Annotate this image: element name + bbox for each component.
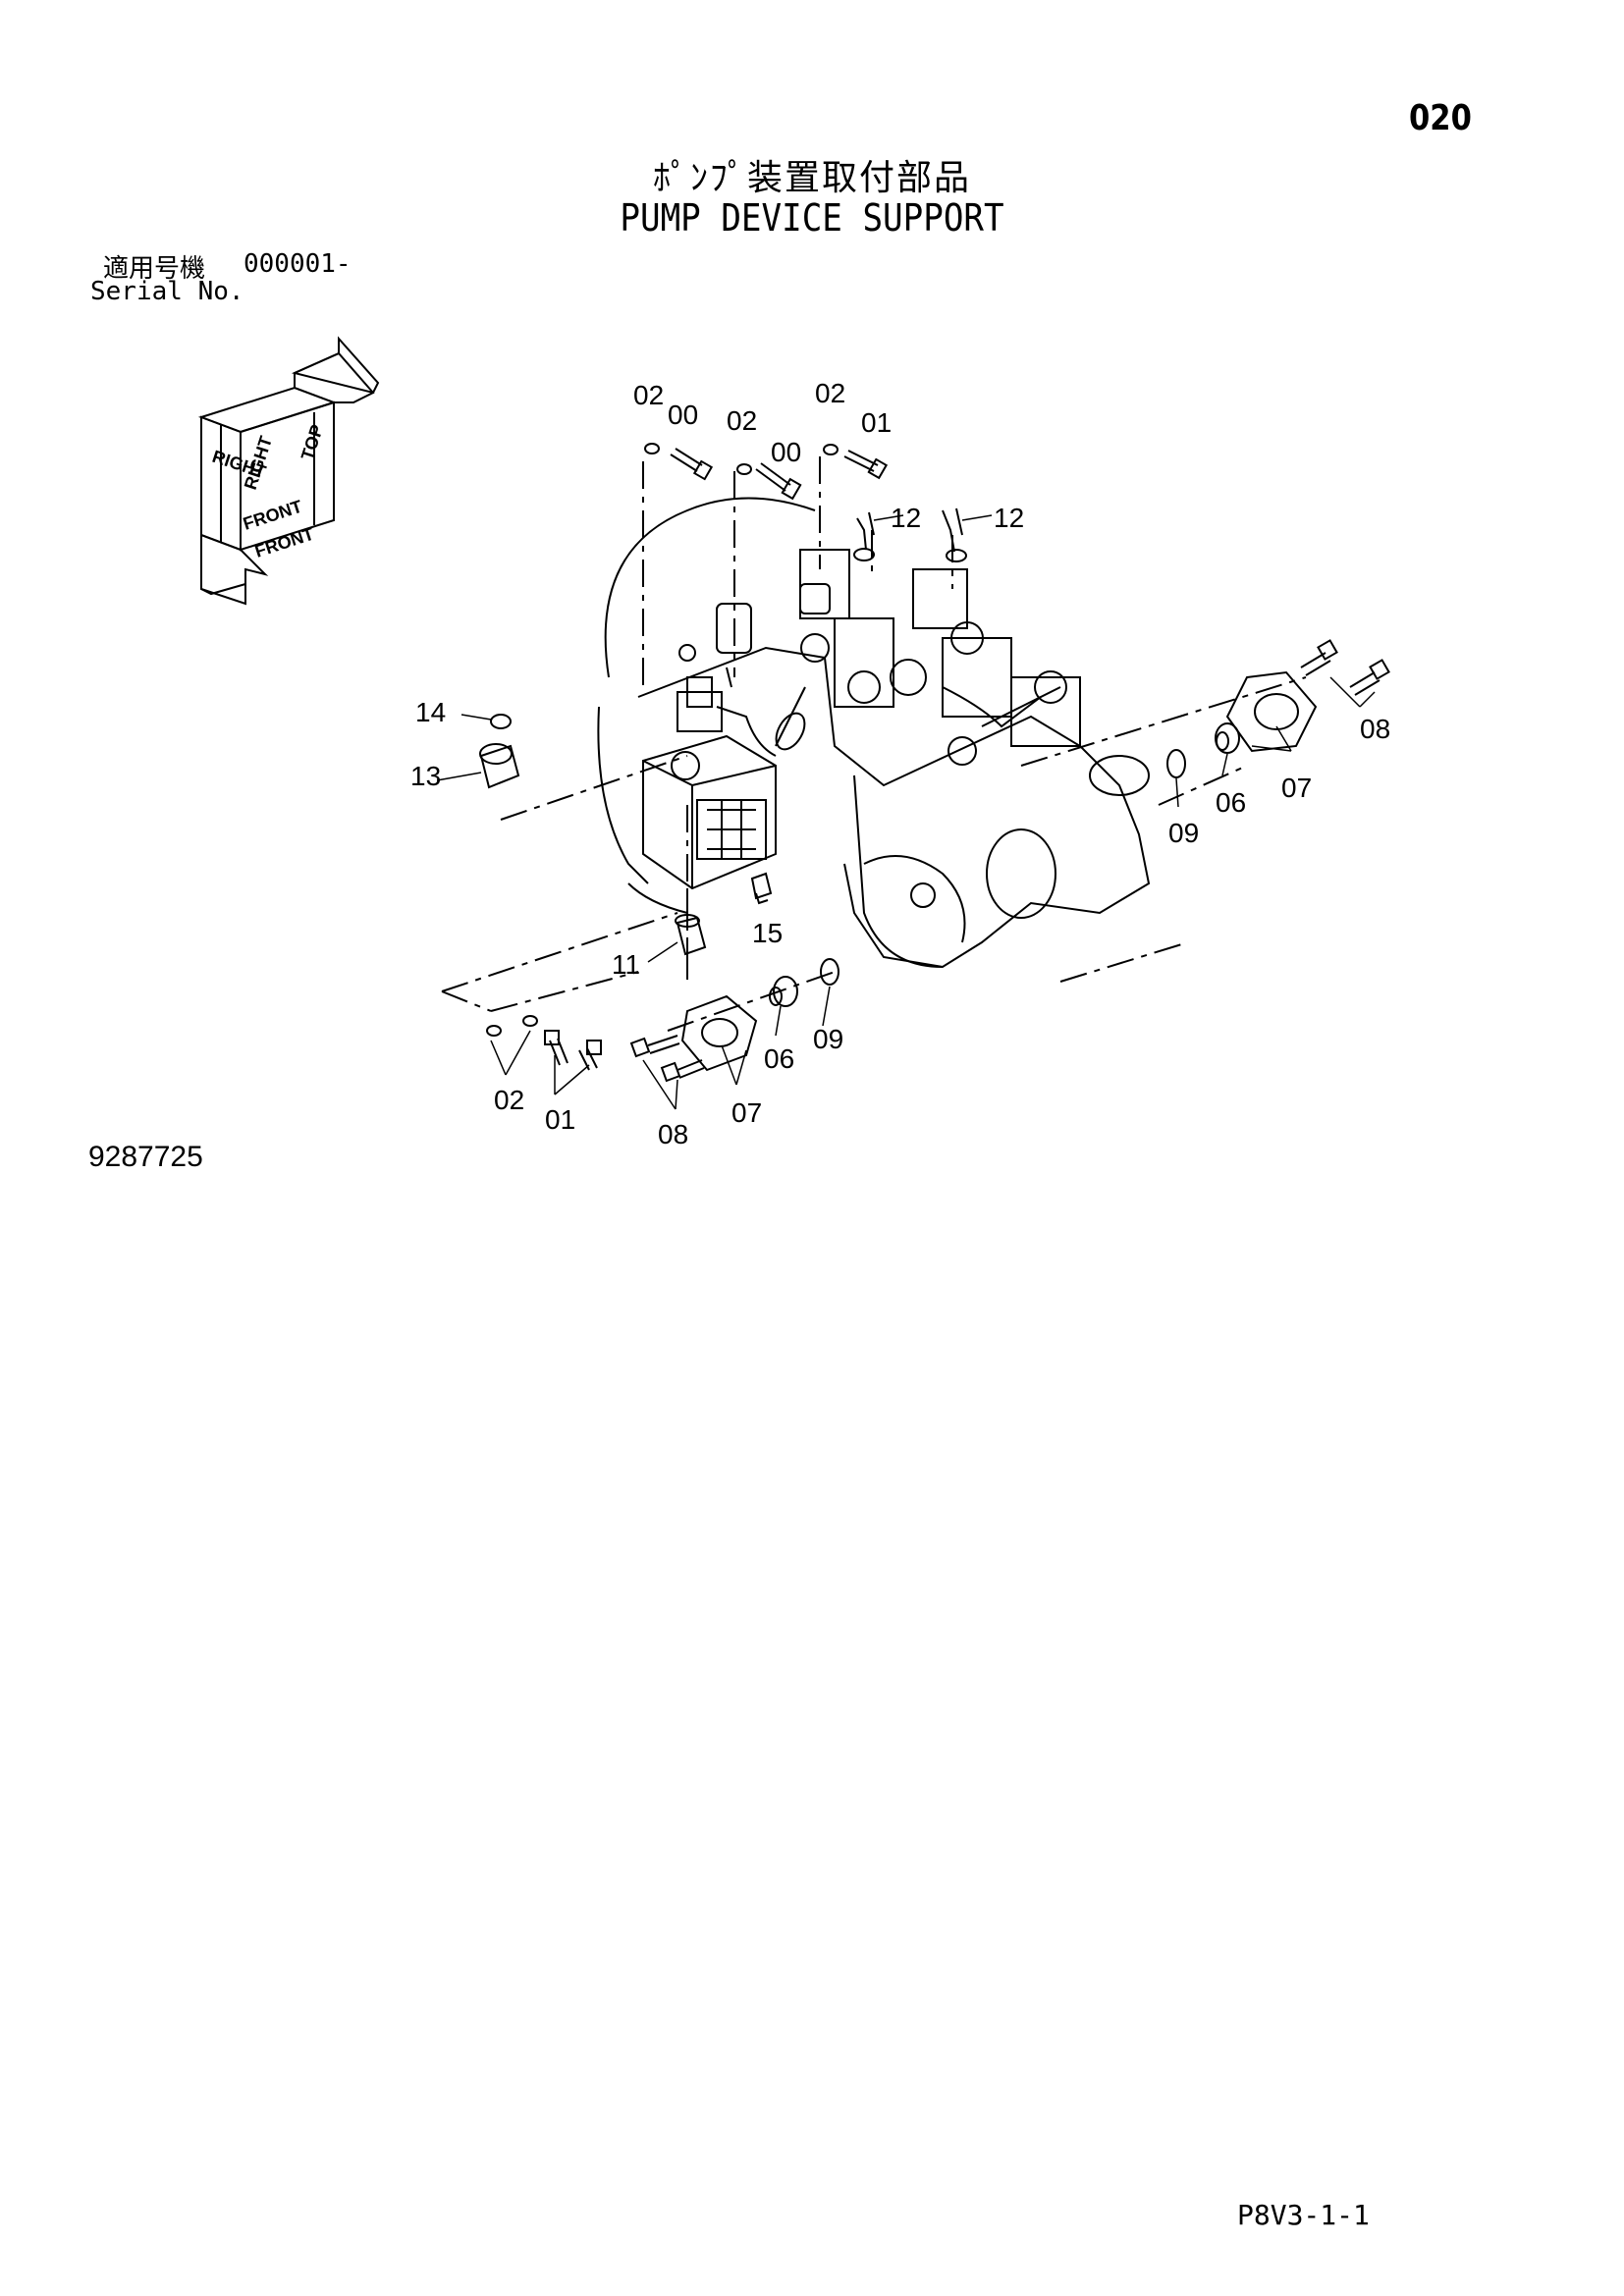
callout-11: 11 xyxy=(612,949,640,980)
callout-01-bottom-left: 01 xyxy=(545,1104,575,1135)
callout-12-right: 12 xyxy=(994,503,1024,533)
callout-02-top-left: 02 xyxy=(633,380,664,410)
callout-06-right: 06 xyxy=(1216,787,1246,818)
callout-08-bottom: 08 xyxy=(658,1119,688,1149)
serial-label-japanese: 適用号機 xyxy=(103,254,206,284)
callout-02-top-middle: 02 xyxy=(727,405,757,436)
callout-15: 15 xyxy=(752,918,783,948)
page-number: 020 xyxy=(1409,98,1472,138)
page-code: P8V3-1-1 xyxy=(1237,2199,1370,2231)
callout-leaders xyxy=(436,514,1376,1110)
callout-07-bottom: 07 xyxy=(731,1097,762,1128)
pump-assembly-drawing xyxy=(597,497,1151,969)
callout-12-left: 12 xyxy=(891,503,921,533)
leader-lines xyxy=(441,456,1307,1032)
callout-labels: 02 00 02 00 02 01 12 12 14 13 15 11 08 0… xyxy=(410,378,1390,1149)
callout-08-right: 08 xyxy=(1360,714,1390,744)
callout-09-bottom: 09 xyxy=(813,1024,843,1054)
callout-00-top-middle: 00 xyxy=(771,437,801,467)
catalog-number: 9287725 xyxy=(88,1141,203,1173)
callout-06-bottom: 06 xyxy=(764,1043,794,1074)
orientation-top-label: TOP xyxy=(298,422,327,462)
orientation-front-label-lower: FRONT xyxy=(252,524,316,561)
serial-label-english: Serial No. xyxy=(90,277,244,306)
page-title-japanese: ﾎﾟﾝﾌﾟ装置取付部品 xyxy=(652,158,971,198)
orientation-indicator xyxy=(197,336,380,606)
page-title-english: PUMP DEVICE SUPPORT xyxy=(620,196,1004,240)
callout-02-top-right: 02 xyxy=(815,378,845,408)
fasteners xyxy=(479,443,1390,1083)
serial-number-value: 000001- xyxy=(244,249,352,279)
callout-00-top-left: 00 xyxy=(668,400,698,430)
callout-09-right: 09 xyxy=(1168,818,1199,848)
callout-13: 13 xyxy=(410,761,441,791)
callout-14: 14 xyxy=(415,697,446,727)
callout-02-bottom-left: 02 xyxy=(494,1085,524,1115)
callout-07-right: 07 xyxy=(1281,773,1312,803)
callout-01-top-right: 01 xyxy=(861,407,892,438)
